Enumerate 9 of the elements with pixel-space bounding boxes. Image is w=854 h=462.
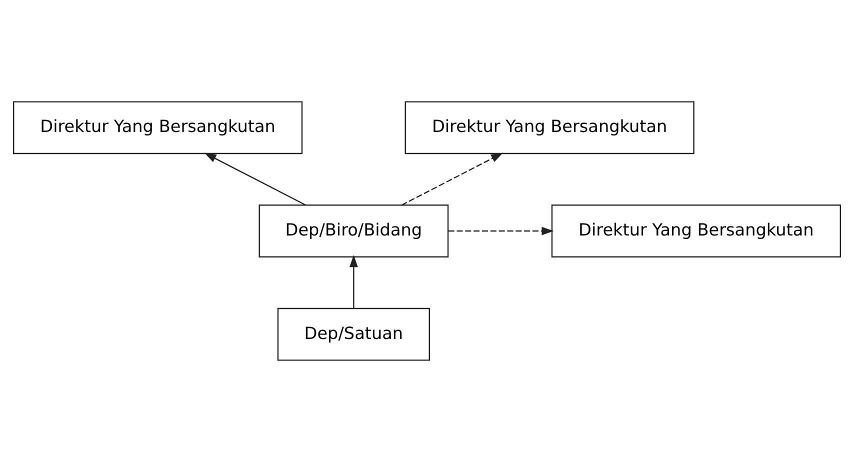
arrow [204, 152, 306, 206]
node-box: Dep/Satuan [277, 308, 430, 361]
node-box: Dep/Biro/Bidang [258, 204, 449, 258]
node-box: Direktur Yang Bersangkutan [12, 101, 303, 154]
node-box: Direktur Yang Bersangkutan [551, 204, 842, 258]
arrow [448, 226, 554, 236]
arrow [401, 152, 504, 206]
arrow [349, 255, 358, 308]
node-box: Direktur Yang Bersangkutan [404, 101, 694, 154]
